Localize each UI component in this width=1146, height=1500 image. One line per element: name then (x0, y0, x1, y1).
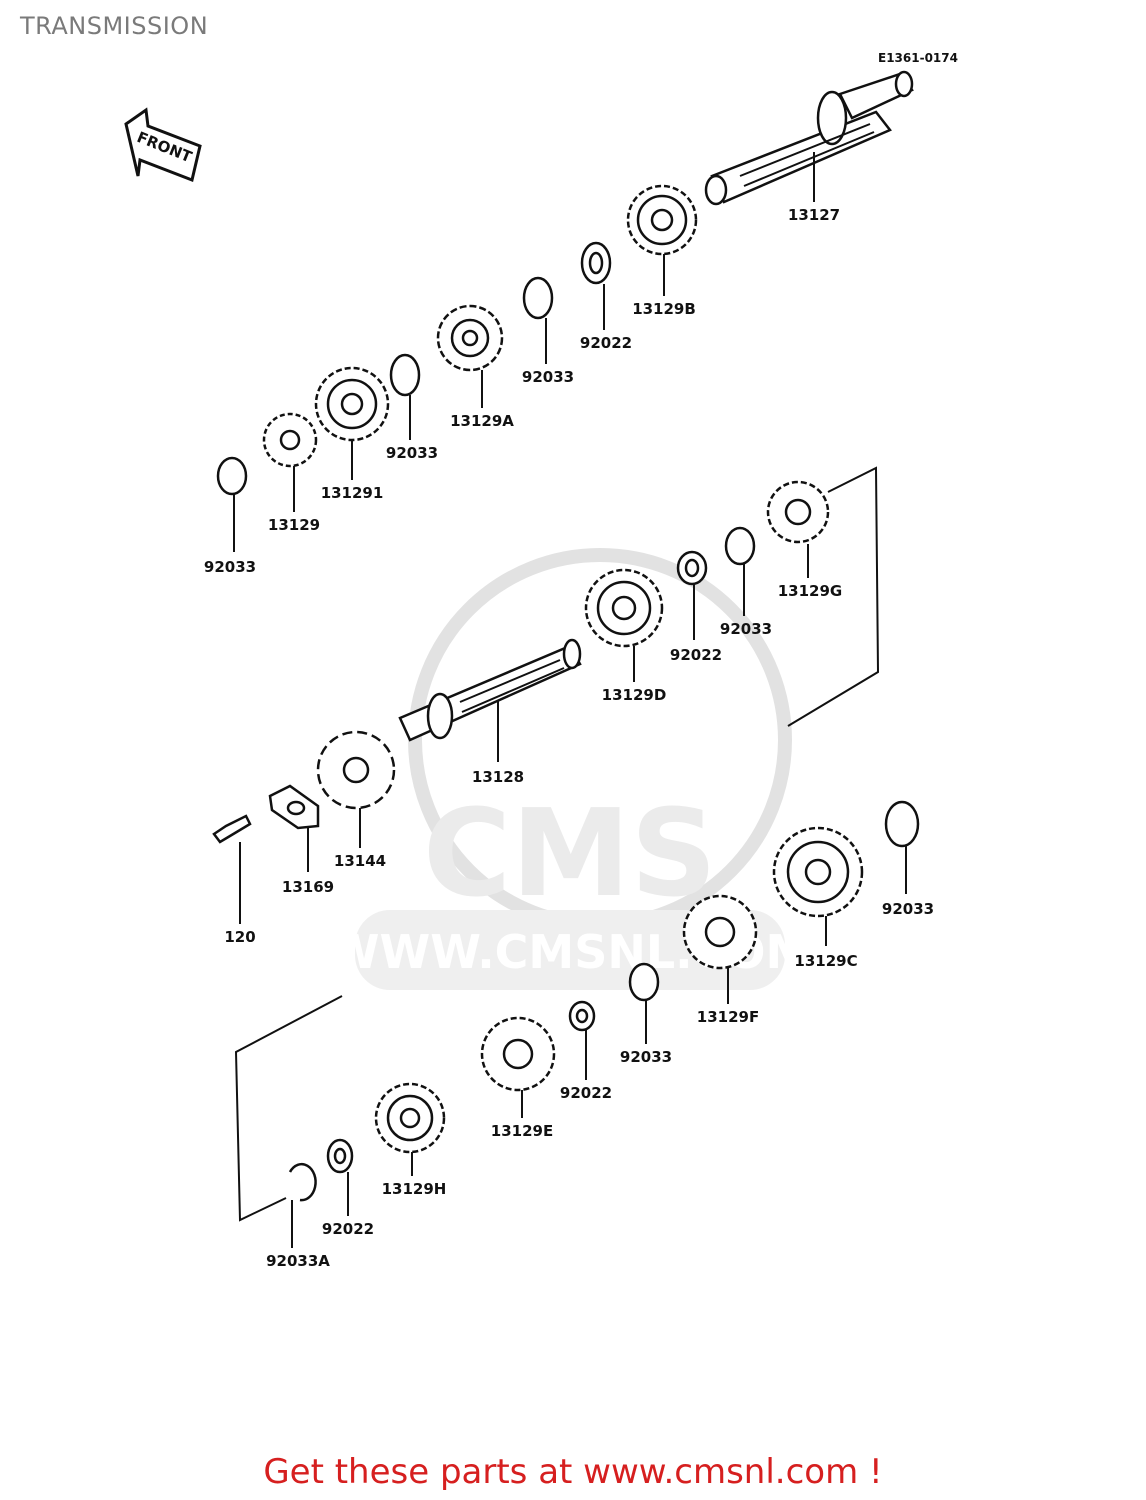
circlip-92033-e (884, 800, 920, 848)
part-label[interactable]: 92022 (580, 334, 632, 352)
part-label[interactable]: 13129C (794, 952, 857, 970)
gear-13129 (262, 412, 318, 468)
part-label[interactable]: 13129H (382, 1180, 447, 1198)
part-label[interactable]: 92022 (670, 646, 722, 664)
diagram-code: E1361-0174 (878, 51, 958, 65)
gear-13129E (480, 1016, 556, 1092)
leader-lines (233, 152, 907, 1248)
gear-13129A (436, 304, 504, 372)
washer-92022-bottom (326, 1138, 354, 1174)
part-label[interactable]: 92033A (266, 1252, 330, 1270)
part-label[interactable]: 13129E (491, 1122, 553, 1140)
footer-link[interactable]: Get these parts at www.cmsnl.com ! (263, 1452, 883, 1492)
group-bracket-middle (787, 466, 880, 727)
washer-92022-lower (568, 1000, 596, 1032)
gear-131291 (314, 366, 390, 442)
part-label[interactable]: 13129G (778, 582, 843, 600)
circlip-92033-c (216, 456, 248, 496)
part-label[interactable]: 13169 (282, 878, 334, 896)
gear-13129F (682, 894, 758, 970)
circlip-92033-f (628, 962, 660, 1002)
circlip-92033-a (522, 276, 554, 320)
shaft-13128 (398, 638, 582, 742)
washer-92022-middle (676, 550, 708, 586)
gear-13129G (766, 480, 830, 544)
circlip-92033A (288, 1162, 317, 1202)
part-label[interactable]: 92033 (882, 900, 934, 918)
part-label[interactable]: 92022 (560, 1084, 612, 1102)
part-labels: 13127 13129B 92022 92033 13129A 92033 13… (204, 206, 934, 1270)
part-label[interactable]: 13144 (334, 852, 386, 870)
part-label[interactable]: 13129B (632, 300, 696, 318)
watermark-brand: CMS (423, 785, 717, 924)
page-title: TRANSMISSION (20, 12, 209, 40)
part-label[interactable]: 13128 (472, 768, 524, 786)
part-label[interactable]: 92022 (322, 1220, 374, 1238)
part-label[interactable]: 13127 (788, 206, 840, 224)
sprocket-13144 (316, 730, 396, 810)
gear-13129C (772, 826, 864, 918)
gear-13129B (626, 184, 698, 256)
part-label[interactable]: 92033 (720, 620, 772, 638)
circlip-92033-d (724, 526, 756, 566)
circlip-92033-b (389, 353, 421, 397)
part-label[interactable]: 13129A (450, 412, 514, 430)
part-label[interactable]: 131291 (321, 484, 384, 502)
part-label[interactable]: 13129 (268, 516, 320, 534)
part-label[interactable]: 92033 (522, 368, 574, 386)
plate-13169 (268, 784, 320, 830)
washer-92022-upper (580, 241, 612, 285)
part-label[interactable]: 13129D (602, 686, 667, 704)
part-label[interactable]: 92033 (620, 1048, 672, 1066)
gear-13129D (584, 568, 664, 648)
part-label[interactable]: 92033 (386, 444, 438, 462)
part-label[interactable]: 92033 (204, 558, 256, 576)
front-arrow-icon: FRONT (124, 107, 202, 183)
shaft-13127 (704, 70, 914, 206)
gear-13129H (374, 1082, 446, 1154)
exploded-diagram: CMS WWW.CMSNL.COM E1361-0174 FRONT (124, 51, 958, 1270)
part-label[interactable]: 120 (224, 928, 255, 946)
group-bracket-lower (234, 995, 343, 1222)
part-label[interactable]: 13129F (697, 1008, 759, 1026)
bolt-120 (212, 814, 252, 844)
